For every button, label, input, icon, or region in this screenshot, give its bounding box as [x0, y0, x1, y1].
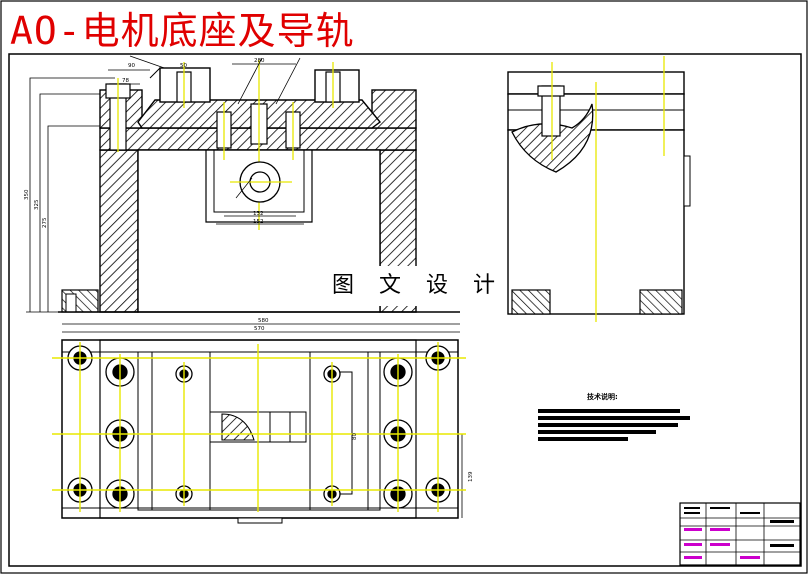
technical-notes — [538, 409, 690, 441]
dim-height-2: 325 — [34, 199, 40, 210]
technical-notes-title: 技术说明: — [587, 393, 618, 401]
dim-top-width-1: 90 — [128, 63, 135, 69]
front-section-view — [26, 55, 460, 333]
drawing-frame — [8, 53, 802, 567]
watermark-label: 图 文 设 计 — [332, 266, 495, 306]
side-view — [507, 56, 691, 322]
dim-inner-2: 152 — [253, 219, 264, 225]
front-view-dimension-labels: 90 50 280 78 132 152 580 570 350 325 275 — [24, 58, 269, 332]
dim-inner-1: 132 — [253, 211, 264, 217]
dim-overall-width-2: 570 — [254, 326, 265, 332]
dim-top-width-3: 280 — [254, 58, 265, 64]
dim-height-3: 275 — [42, 217, 48, 228]
dim-height-1: 350 — [24, 189, 30, 200]
dim-overall-width-1: 580 — [258, 318, 269, 324]
title-block — [679, 502, 801, 566]
dim-slot-length: 80 — [352, 433, 358, 440]
drawing-title: AO-电机底座及导轨 — [10, 9, 355, 53]
plan-view-dimension-labels: 80 139 — [352, 433, 474, 482]
dim-top-width-2: 50 — [180, 63, 187, 69]
dim-side-small: 78 — [122, 78, 129, 84]
dim-side-height: 139 — [468, 471, 474, 482]
plan-view — [52, 339, 466, 524]
